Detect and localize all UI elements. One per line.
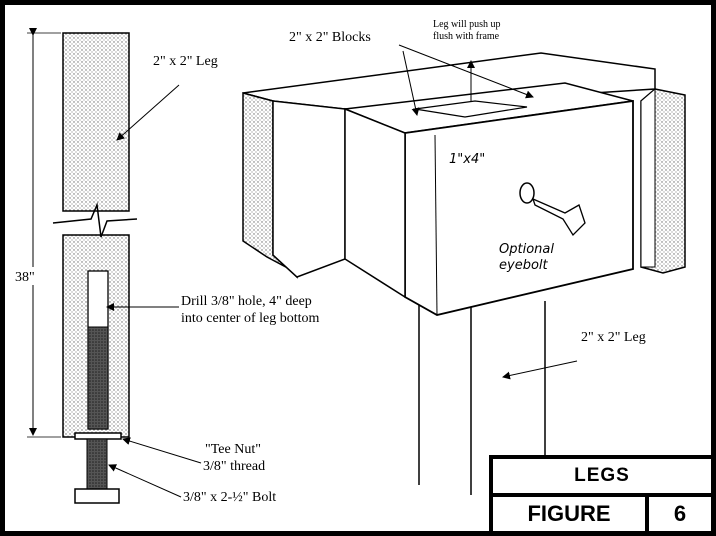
right-leg-label: 2" x 2" Leg — [581, 330, 646, 345]
tee-nut-label-2: 3/8" thread — [203, 459, 265, 474]
push-note-1: Leg will push up — [433, 19, 501, 30]
bolt-head — [74, 488, 120, 504]
board-face — [404, 99, 634, 316]
bolt-shaft — [86, 438, 108, 490]
eyebolt — [519, 182, 535, 204]
break-line — [52, 202, 138, 238]
eyebolt-label-1: Optional — [499, 242, 554, 257]
figure-label: FIGURE — [493, 497, 649, 531]
drill-label-1: Drill 3/8" hole, 4" deep — [181, 294, 312, 309]
tee-nut-label-1: "Tee Nut" — [205, 442, 261, 457]
blocks-label: 2" x 2" Blocks — [289, 30, 371, 45]
leg-diagram: 38" 2" x 2" Leg Drill 3/8" hole, 4" deep… — [13, 19, 686, 505]
left-leg-label: 2" x 2" Leg — [153, 54, 218, 69]
leg-side-view: 38" 2" x 2" Leg Drill 3/8" hole, 4" deep… — [13, 28, 320, 505]
figure-number: 6 — [673, 501, 687, 526]
bolt-in-hole — [87, 326, 109, 430]
section-title: LEGS — [493, 459, 711, 497]
tee-nut — [74, 432, 122, 440]
title-block: LEGS FIGURE 6 — [489, 455, 711, 531]
push-note-2: flush with frame — [433, 31, 500, 42]
leg-upper — [62, 32, 130, 212]
board-label: 1"x4" — [449, 152, 485, 167]
eyebolt-label-2: eyebolt — [499, 258, 549, 273]
frame-corner-view: 2" x 2" Blocks Leg will push up flush wi… — [242, 19, 686, 495]
height-label: 38" — [15, 270, 35, 285]
bolt-label: 3/8" x 2-½" Bolt — [183, 490, 276, 505]
figure-row: FIGURE 6 — [493, 497, 711, 531]
drill-label-2: into center of leg bottom — [181, 311, 320, 326]
